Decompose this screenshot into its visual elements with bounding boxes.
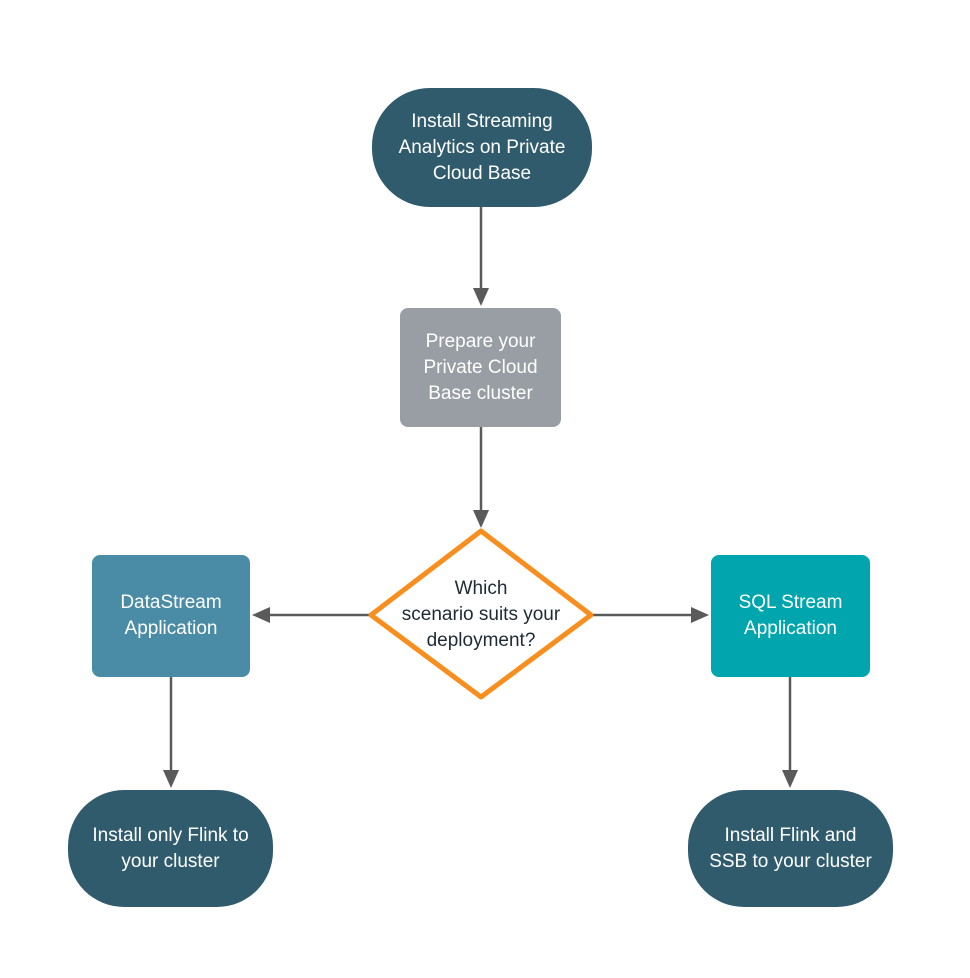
arrowhead-down-decision <box>473 510 489 528</box>
node-prepare-cluster: Prepare your Private Cloud Base cluster <box>400 308 561 427</box>
node-datastream-application: DataStream Application <box>92 555 250 677</box>
arrowhead-left-datastream <box>252 607 270 623</box>
node-decision-question: Which scenario suits your deployment? <box>401 578 561 651</box>
node-install-flink-and-ssb: Install Flink and SSB to your cluster <box>688 790 893 907</box>
arrowhead-right-sqlstream <box>691 607 709 623</box>
arrowhead-down-prepare <box>473 288 489 306</box>
arrowhead-down-flinkonly <box>163 770 179 788</box>
node-install-streaming-analytics: Install Streaming Analytics on Private C… <box>372 88 592 207</box>
node-install-flink-only: Install only Flink to your cluster <box>68 790 273 907</box>
arrowhead-down-flinkssb <box>782 770 798 788</box>
node-sql-stream-application: SQL Stream Application <box>711 555 870 677</box>
decision-diamond-shape <box>368 528 594 700</box>
